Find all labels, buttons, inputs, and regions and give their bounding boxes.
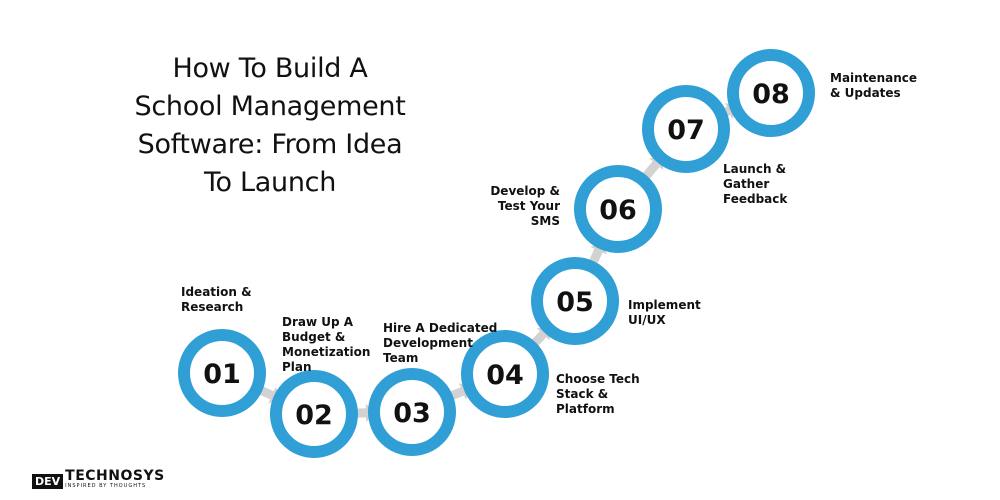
step-circle-08: 08	[727, 49, 815, 137]
step-ring	[178, 329, 266, 417]
step-ring	[574, 165, 662, 253]
step-label-05: Implement UI/UX	[628, 298, 701, 327]
step-number: 08	[752, 79, 790, 110]
step-circle-02: 02	[270, 370, 358, 458]
title-line: Software: From Idea	[137, 129, 403, 160]
step-ring	[727, 49, 815, 137]
step-label-04: Choose Tech Stack & Platform	[556, 372, 640, 416]
step-ring	[270, 370, 358, 458]
step-circle-06: 06	[574, 165, 662, 253]
step-circle-01: 01	[178, 329, 266, 417]
step-ring	[642, 85, 730, 173]
step-ring	[461, 330, 549, 418]
logo-tagline: INSPIRED BY THOUGHTS	[65, 483, 147, 489]
logo-mark: DEV	[32, 474, 64, 489]
step-number: 07	[667, 115, 705, 146]
step-number: 06	[599, 195, 637, 226]
step-number: 02	[295, 400, 333, 431]
step-number: 01	[203, 359, 241, 390]
step-label-01: Ideation & Research	[181, 285, 252, 314]
company-logo: DEV TECHNOSYS INSPIRED BY THOUGHTS	[32, 469, 165, 489]
step-label-03: Hire A Dedicated Development Team	[383, 321, 498, 365]
step-label-02: Draw Up A Budget & Monetization Plan	[282, 315, 371, 374]
step-number: 05	[556, 287, 594, 318]
title-line: School Management	[134, 91, 406, 122]
step-label-07: Launch & Gather Feedback	[723, 162, 788, 206]
step-circle-04: 04	[461, 330, 549, 418]
step-number: 04	[486, 360, 524, 391]
step-circle-03: 03	[368, 368, 456, 456]
step-ring	[368, 368, 456, 456]
step-circle-05: 05	[531, 257, 619, 345]
step-ring	[531, 257, 619, 345]
step-label-08: Maintenance & Updates	[830, 71, 918, 100]
title-line: How To Build A	[172, 53, 368, 84]
step-number: 03	[393, 398, 431, 429]
step-label-06: Develop & Test Your SMS	[490, 184, 560, 228]
title-line: To Launch	[203, 167, 337, 198]
logo-wordmark: TECHNOSYS	[65, 468, 165, 484]
step-circle-07: 07	[642, 85, 730, 173]
page-title: How To Build A School Management Softwar…	[120, 50, 420, 202]
